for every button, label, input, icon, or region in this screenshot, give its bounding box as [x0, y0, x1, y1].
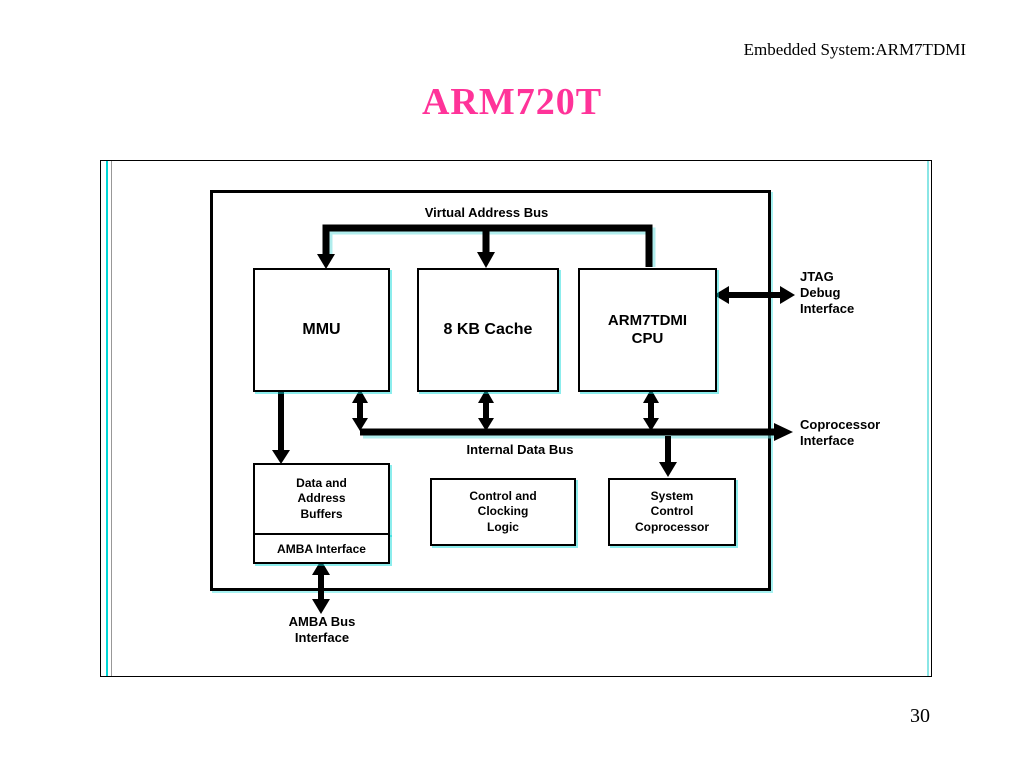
block-mmu: MMU — [253, 268, 390, 392]
scan-line-left — [111, 161, 112, 676]
block-control-clocking-logic: Control and Clocking Logic — [430, 478, 576, 546]
block-cpu: ARM7TDMI CPU — [578, 268, 717, 392]
scan-cyan-stripe-left — [106, 161, 108, 676]
block-amba-interface: AMBA Interface — [253, 533, 390, 564]
block-cache: 8 KB Cache — [417, 268, 559, 392]
internal-data-bus-label: Internal Data Bus — [466, 442, 574, 457]
slide-header: Embedded System:ARM7TDMI — [743, 40, 966, 59]
jtag-debug-interface-label: JTAG Debug Interface — [800, 269, 855, 316]
block-system-control-coprocessor: System Control Coprocessor — [608, 478, 736, 546]
block-data-address-buffers: Data and Address Buffers — [253, 463, 390, 535]
amba-bus-interface-label: AMBA Bus Interface — [288, 614, 356, 645]
coprocessor-interface-label: Coprocessor Interface — [800, 417, 881, 448]
page-title: ARM720T — [421, 81, 603, 123]
page-number: 30 — [910, 705, 930, 727]
virtual-address-bus-label: Virtual Address Bus — [424, 205, 549, 220]
scan-cyan-stripe-right — [927, 161, 929, 676]
